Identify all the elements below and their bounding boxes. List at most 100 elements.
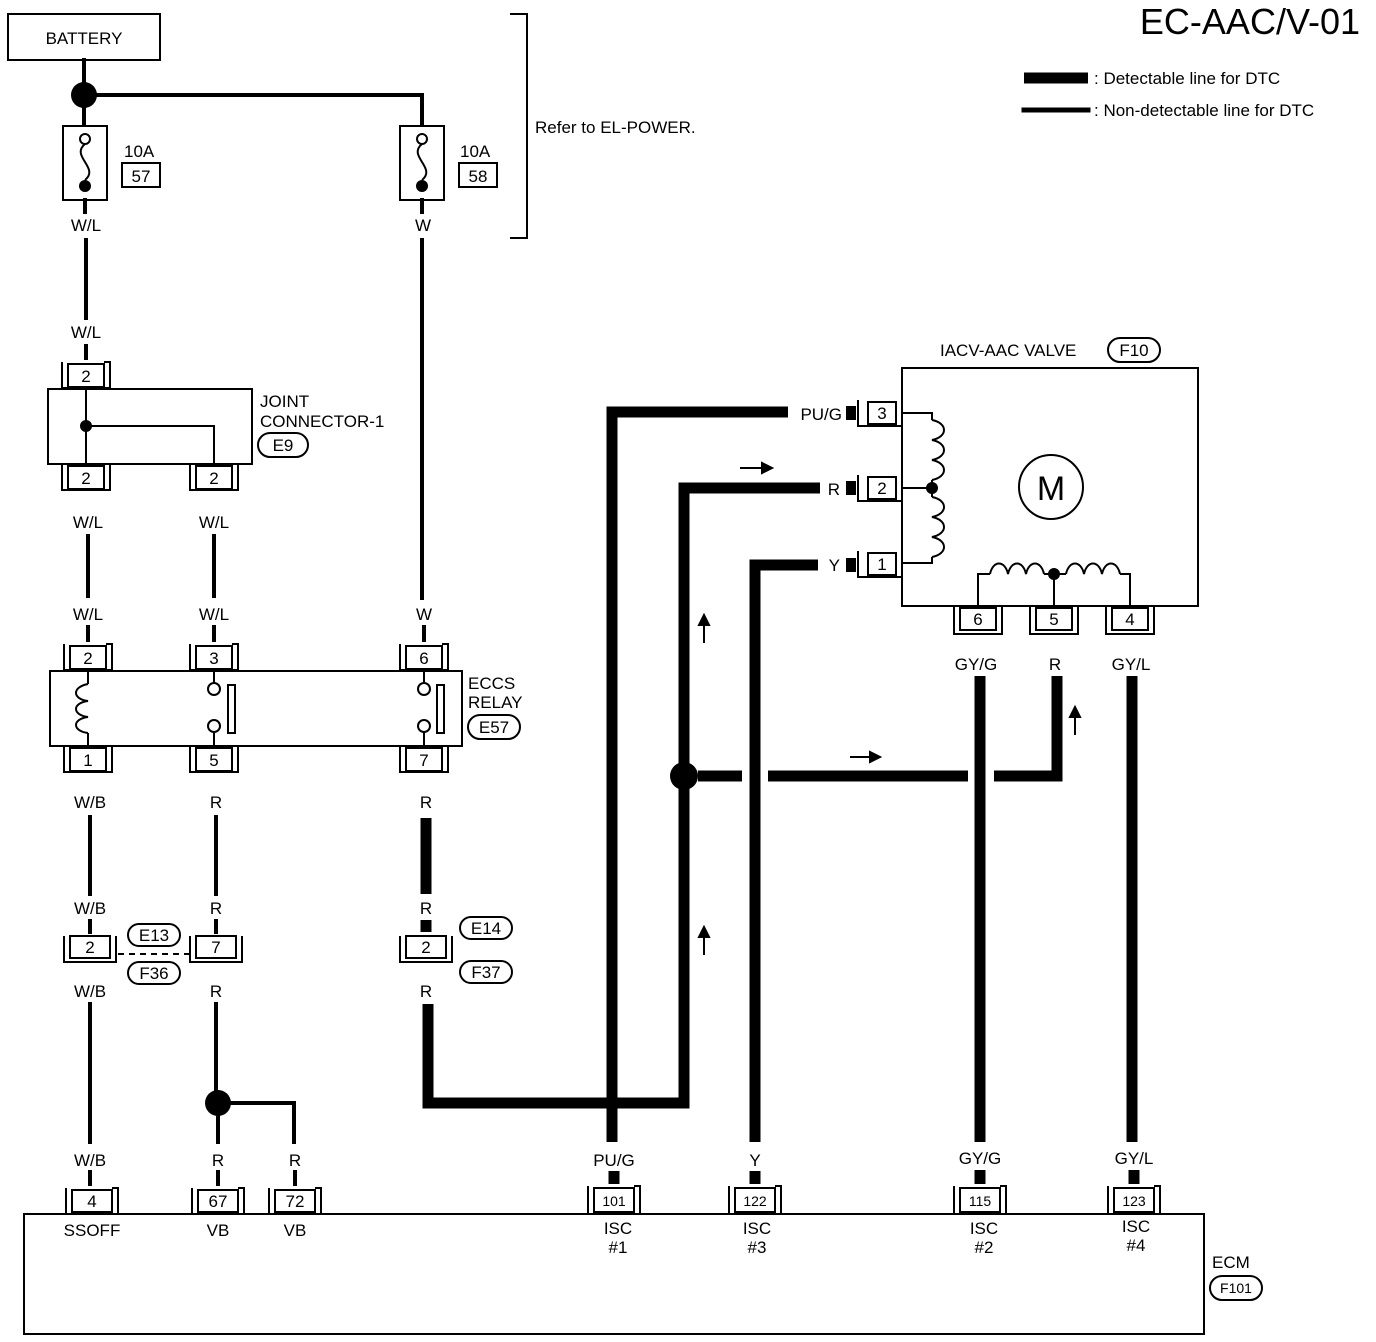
ecm-terminal-123: 123	[1107, 1185, 1161, 1215]
iacv-wire-label-pug: PU/G	[800, 405, 842, 424]
eccs-relay-id-badge	[467, 714, 521, 740]
arrow-up-icon	[697, 612, 711, 643]
ecm-terminal-72-label: VB	[284, 1221, 307, 1240]
relay-switch-a	[207, 671, 236, 746]
ecm-name: ECM	[1212, 1253, 1250, 1272]
wire-label-r-5: R	[210, 982, 222, 1001]
ecm-terminal-72: 72	[268, 1187, 322, 1215]
iacv-common-junction	[670, 762, 698, 790]
arrow-up-icon	[1068, 704, 1082, 735]
ecm-terminal-101: 101	[587, 1185, 641, 1215]
svg-text:72: 72	[286, 1192, 305, 1211]
joint-pin-bottom-right: 2	[189, 464, 239, 491]
svg-text:67: 67	[209, 1192, 228, 1211]
svg-text:1: 1	[877, 555, 886, 574]
inline-f37-id: F37	[471, 963, 500, 982]
fuse-57-element	[79, 143, 91, 181]
ecm-terminal-67-label: VB	[207, 1221, 230, 1240]
ecm-terminal-115: 115	[953, 1185, 1007, 1215]
inline-e13-id-badge	[127, 923, 181, 947]
ecm-terminal-122-label2: #3	[748, 1238, 767, 1257]
svg-text:5: 5	[1049, 610, 1058, 629]
wire-y-isc3	[749, 559, 818, 1142]
ecm-terminal-101-label2: #1	[609, 1238, 628, 1257]
svg-text:6: 6	[973, 610, 982, 629]
power-bracket	[510, 13, 528, 239]
wire-label-wl-4: W/L	[199, 605, 229, 624]
eccs-relay-id: E57	[479, 718, 509, 737]
svg-text:115: 115	[969, 1193, 992, 1209]
ecm-id-badge	[1209, 1275, 1263, 1301]
wire-label-r-3: R	[420, 793, 432, 812]
relay-pin-bottom-1: 1	[63, 746, 113, 773]
svg-text:2: 2	[81, 367, 90, 386]
ecm-wire-label-gyl: GY/L	[1115, 1149, 1154, 1168]
svg-text:4: 4	[1125, 610, 1134, 629]
ecm-wire-label-y: Y	[749, 1151, 760, 1170]
inline-e14-pin: 2	[399, 935, 453, 963]
svg-text:1: 1	[83, 751, 92, 770]
ecm-wire-label-pug: PU/G	[593, 1151, 635, 1170]
power-note: Refer to EL-POWER.	[535, 118, 696, 137]
ecm-terminal-101-label: ISC	[604, 1219, 632, 1238]
joint-internal-branch	[86, 425, 215, 464]
svg-text:6: 6	[419, 649, 428, 668]
eccs-relay-name-2: RELAY	[468, 693, 523, 712]
fuse-58-wire-label: W	[415, 216, 431, 235]
iacv-pin-3: 3	[846, 400, 902, 427]
arrow-up-icon	[697, 924, 711, 955]
svg-text:5: 5	[209, 751, 218, 770]
iacv-pin-5: 5	[1029, 606, 1079, 635]
wire-pug-isc1	[606, 406, 788, 1142]
legend-non-detectable-text: : Non-detectable line for DTC	[1094, 101, 1314, 120]
wire-f37-to-iacv-common	[422, 780, 690, 1109]
fuse-57-wire-label: W/L	[71, 216, 101, 235]
eccs-relay-body	[49, 670, 463, 747]
svg-text:3: 3	[209, 649, 218, 668]
arrow-right-icon	[850, 750, 883, 764]
wire-label-r-2: R	[210, 899, 222, 918]
svg-text:2: 2	[83, 649, 92, 668]
wire-label-wl-1: W/L	[73, 513, 103, 532]
iacv-wire-label-r-bottom: R	[1049, 655, 1061, 674]
fuse-58-number: 58	[469, 167, 488, 186]
wire-label-r-6: R	[212, 1151, 224, 1170]
wire-label-wl-2: W/L	[73, 605, 103, 624]
fuse-57-rating: 10A	[124, 142, 155, 161]
wire-label-wb-2: W/B	[74, 899, 106, 918]
wire-r-iacv2	[678, 482, 820, 765]
ecm-terminal-123-label2: #4	[1127, 1236, 1146, 1255]
iacv-stepper-coils	[902, 412, 1131, 606]
svg-text:101: 101	[602, 1193, 626, 1209]
page-code: EC-AAC/V-01	[1140, 1, 1360, 42]
iacv-wire-label-gyg: GY/G	[955, 655, 998, 674]
fuse-57-number: 57	[132, 167, 151, 186]
ecm-wire-label-gyg: GY/G	[959, 1149, 1002, 1168]
ecm-terminal-67: 67	[191, 1187, 245, 1215]
ecm-id: F101	[1220, 1280, 1252, 1296]
wire-r-iacv5-c	[994, 676, 1063, 782]
wire-label-w: W	[416, 605, 432, 624]
relay-pin-top-6: 6	[399, 643, 449, 671]
relay-pin-top-3: 3	[189, 643, 239, 671]
inline-e13-pin-2: 7	[189, 935, 243, 963]
iacv-id: F10	[1119, 341, 1148, 360]
motor-label: M	[1037, 470, 1065, 508]
relay-pin-top-2: 2	[63, 643, 113, 671]
wire-vb-junction-to-72	[229, 1101, 296, 1144]
iacv-wire-label-gyl: GY/L	[1112, 655, 1151, 674]
svg-text:2: 2	[81, 469, 90, 488]
svg-text:2: 2	[209, 469, 218, 488]
svg-text:7: 7	[419, 751, 428, 770]
arrow-right-icon	[740, 461, 775, 475]
fuse-57-bottom-terminal	[79, 180, 91, 192]
svg-text:4: 4	[87, 1192, 96, 1211]
fuse-58-element	[416, 143, 428, 181]
wire-label-r-8: R	[420, 982, 432, 1001]
fuse-58-number-box	[458, 162, 498, 188]
iacv-wire-label-r: R	[828, 480, 840, 499]
fuse-58	[399, 125, 445, 214]
joint-connector-name-2: CONNECTOR-1	[260, 412, 384, 431]
legend-detectable-text: : Detectable line for DTC	[1094, 69, 1280, 88]
